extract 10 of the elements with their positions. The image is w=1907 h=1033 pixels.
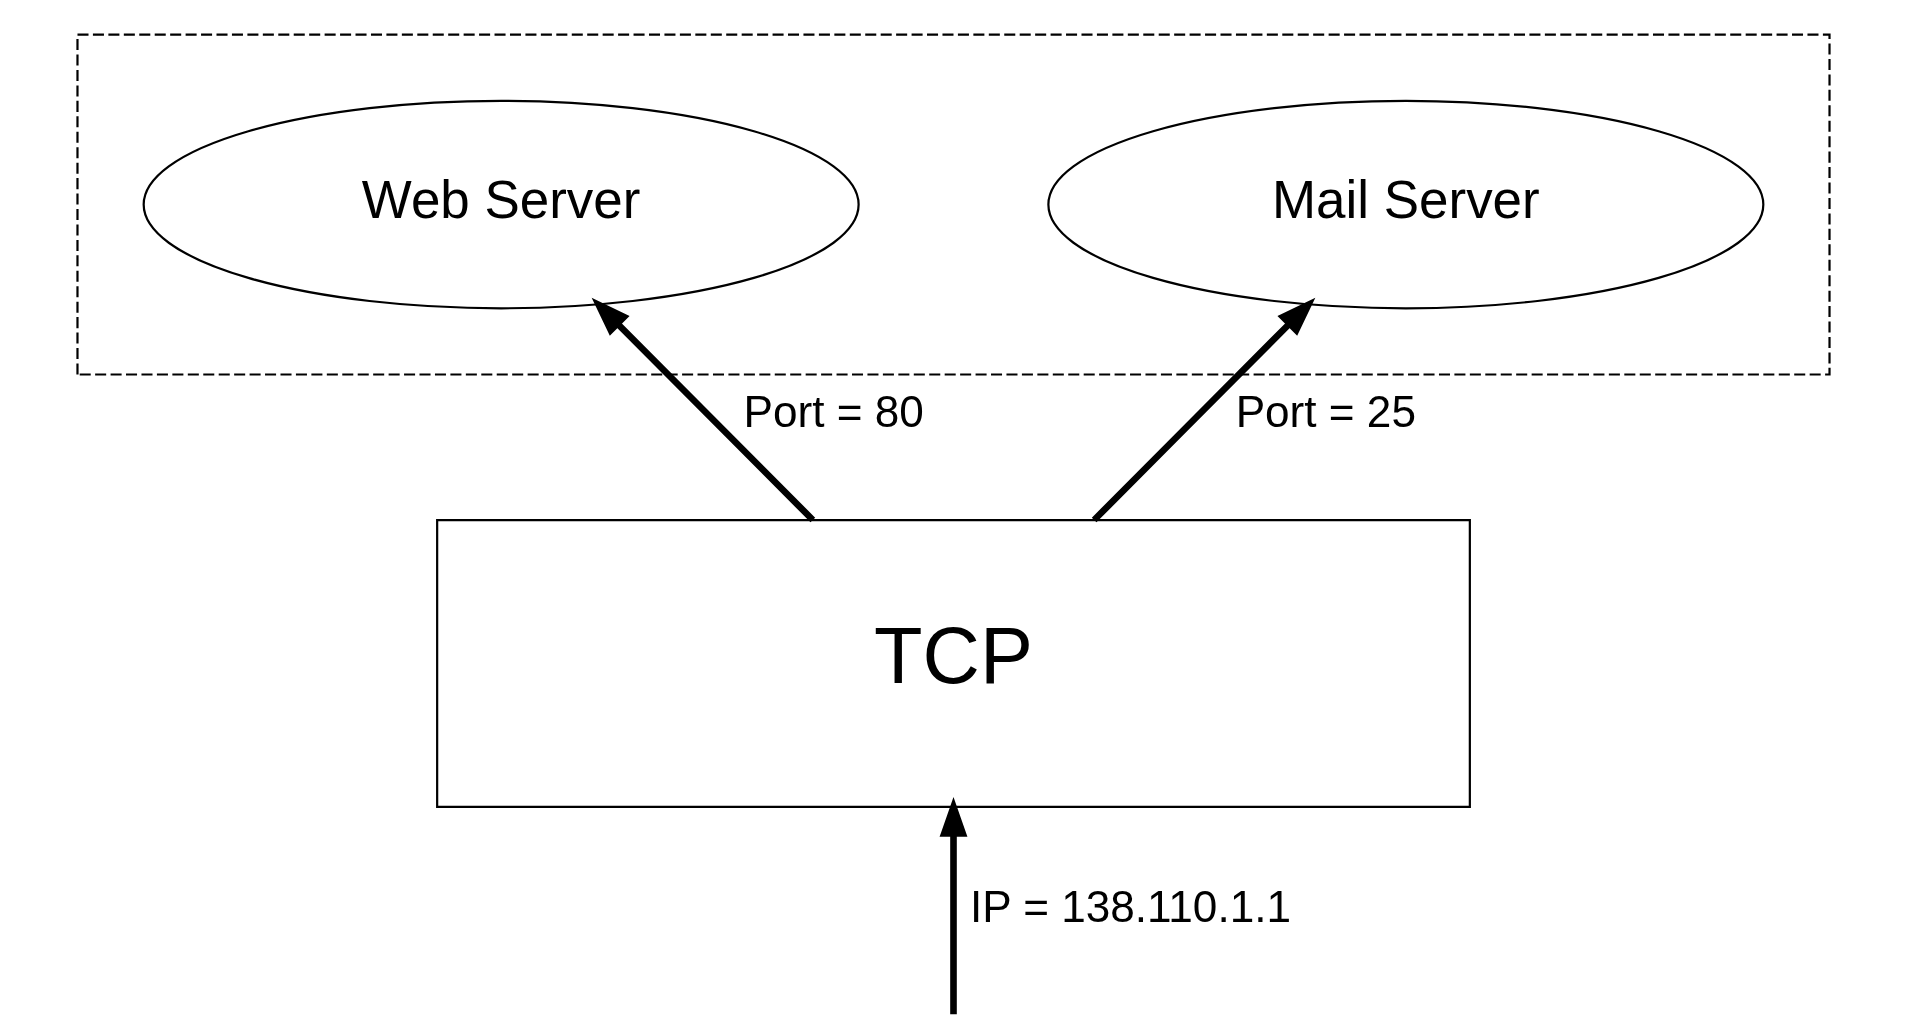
edge-label: Port = 80 [743,387,924,437]
cluster [76,33,1831,376]
node-ellipse: Web Server [142,99,860,310]
edge-label: IP = 138.110.1.1 [970,881,1292,931]
node-box: TCP [436,519,1471,809]
arrow [939,797,968,1015]
node-ellipse: Mail Server [1047,99,1765,310]
arrow [591,297,816,523]
edge-label: Port = 25 [1235,387,1416,437]
arrow [1091,297,1316,523]
